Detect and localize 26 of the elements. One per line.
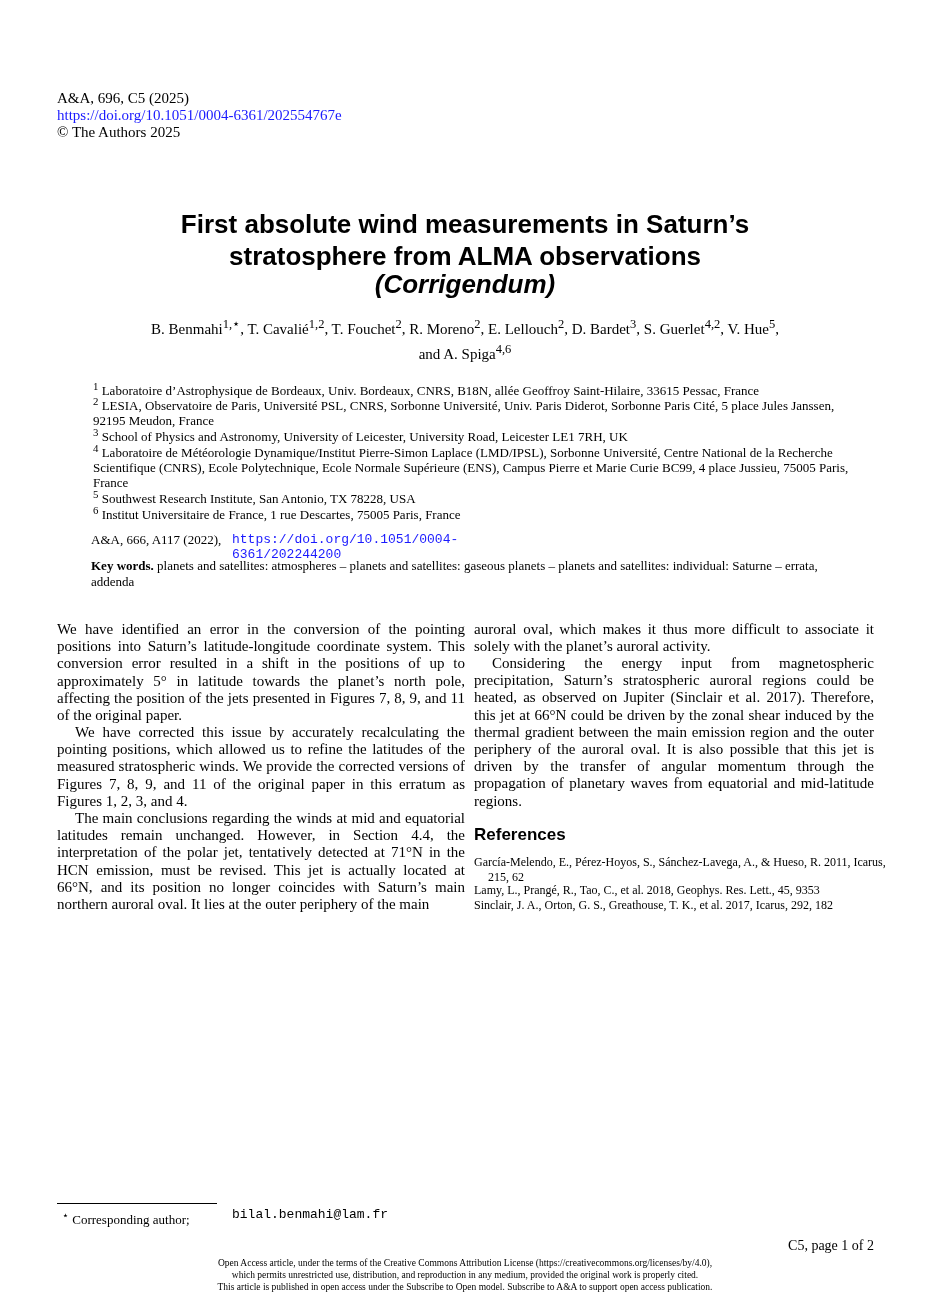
affiliation: $^{6}$ Institut Universitaire de France, 1 rue Descartes, 75005 Paris, France bbox=[93, 504, 462, 523]
original-citation: A&A, 666, A117 (2022), bbox=[91, 532, 223, 547]
author-list: B. Benmahi$^{1,⋆}$, T. Cavalié$^{1,2}$, T. Fouchet$^{2}$, R. Moreno$^{2}$, E. Lellouch$^{2}$, D. Bardet$^{3}$, S. Guerlet$^{4,2}$, V. Hue$^{5}$, and A. Spiga$^{4,6}$ bbox=[150, 314, 780, 364]
reference-entry: Sinclair, J. A., Orton, G. S., Greathouse, T. K., et al. 2017, Icarus, 292, 182 bbox=[474, 898, 835, 913]
affiliation: $^{1}$ Laboratoire d’Astrophysique de Bordeaux, Univ. Bordeaux, CNRS, B18N, allée Geoffroy Saint-Hilaire, 33615 Pessac, France bbox=[93, 379, 761, 399]
page-number: C5, page 1 of 2 bbox=[787, 1237, 874, 1254]
license-note: which permits unrestricted use, distribution, and reproduction in any medium, provided the original work is properly cited. bbox=[230, 1269, 700, 1281]
body-paragraph: The main conclusions regarding the winds at mid and equatorial latitudes remain unchanged. However, in Section 4.4, the interpretation of the polar jet, tentatively detected at 71°N in the HCN emission, must be revised. This jet is actually located at 66°N, and its position no longer coincides with Saturn’s main northern auroral oval. It lies at the outer periphery of the main bbox=[57, 810, 465, 914]
body-paragraph: auroral oval, which makes it thus more difficult to associate it solely with the planet’s auroral activity. bbox=[474, 621, 874, 656]
body-paragraph: We have corrected this issue by accurately recalculating the pointing positions, which allowed us to refine the latitudes of the measured stratospheric winds. We provide the corrected versions of Figures 7, 8, 9, and 11 of the original paper in this erratum as Figures 1, 2, 3, and 4. bbox=[57, 724, 465, 810]
body-paragraph: Considering the energy input from magnetospheric precipitation, Saturn’s stratospheric auroral regions could be heated, as observed on Jupiter (Sinclair et al. 2017). Therefore, this jet at 66°N could be driven by the zonal shear induced by the thermal gradient between the main emission region and the outer periphery of the auroral oval. It is also possible that this jet is driven by the transfer of angular momentum through the propagation of planetary waves from equatorial and mid-latitude regions. bbox=[474, 655, 874, 810]
license-note: Open Access article, under the terms of the Creative Commons Attribution License (https://creativecommons.org/licenses/by/4.0), bbox=[216, 1257, 714, 1269]
footnote: $^{⋆}$ Corresponding author; bbox=[62, 1208, 191, 1229]
subtitle: (Corrigendum) bbox=[374, 269, 557, 300]
doi-link: https://doi.org/10.1051/0004-6361/202554767e bbox=[57, 107, 343, 124]
reference-entry: García-Melendo, E., Pérez-Hoyos, S., Sánchez-Lavega, A., & Hueso, R. 2011, Icarus, 215, 62 bbox=[474, 855, 887, 885]
affiliation: $^{3}$ School of Physics and Astronomy, University of Leicester, University Road, Leicester LE1 7RH, UK bbox=[93, 426, 629, 445]
section-heading: References bbox=[474, 825, 567, 845]
body-paragraph: We have identified an error in the conversion of the pointing positions into Saturn’s latitude-longitude coordinate system. This conversion error resulted in a shift in the positions of up to approximately 5° in latitude towards the planet’s north pole, affecting the position of the jets presented in Figures 7, 8, 9, and 11 of the original paper. bbox=[57, 621, 465, 725]
reference-entry: Lamy, L., Prangé, R., Tao, C., et al. 2018, Geophys. Res. Lett., 45, 9353 bbox=[474, 883, 821, 898]
license-note: This article is published in open access under the Subscribe to Open model. Subscribe to A&A to support open access publication. bbox=[216, 1281, 714, 1293]
journal-citation: A&A, 696, C5 (2025) bbox=[57, 90, 191, 107]
article-title: First absolute wind measurements in Saturn’s stratosphere from ALMA observations bbox=[179, 208, 751, 272]
copyright-line: © The Authors 2025 bbox=[57, 124, 182, 141]
affiliation: $^{5}$ Southwest Research Institute, San Antonio, TX 78228, USA bbox=[93, 487, 417, 507]
email-address: bilal.benmahi@lam.fr bbox=[232, 1207, 390, 1223]
